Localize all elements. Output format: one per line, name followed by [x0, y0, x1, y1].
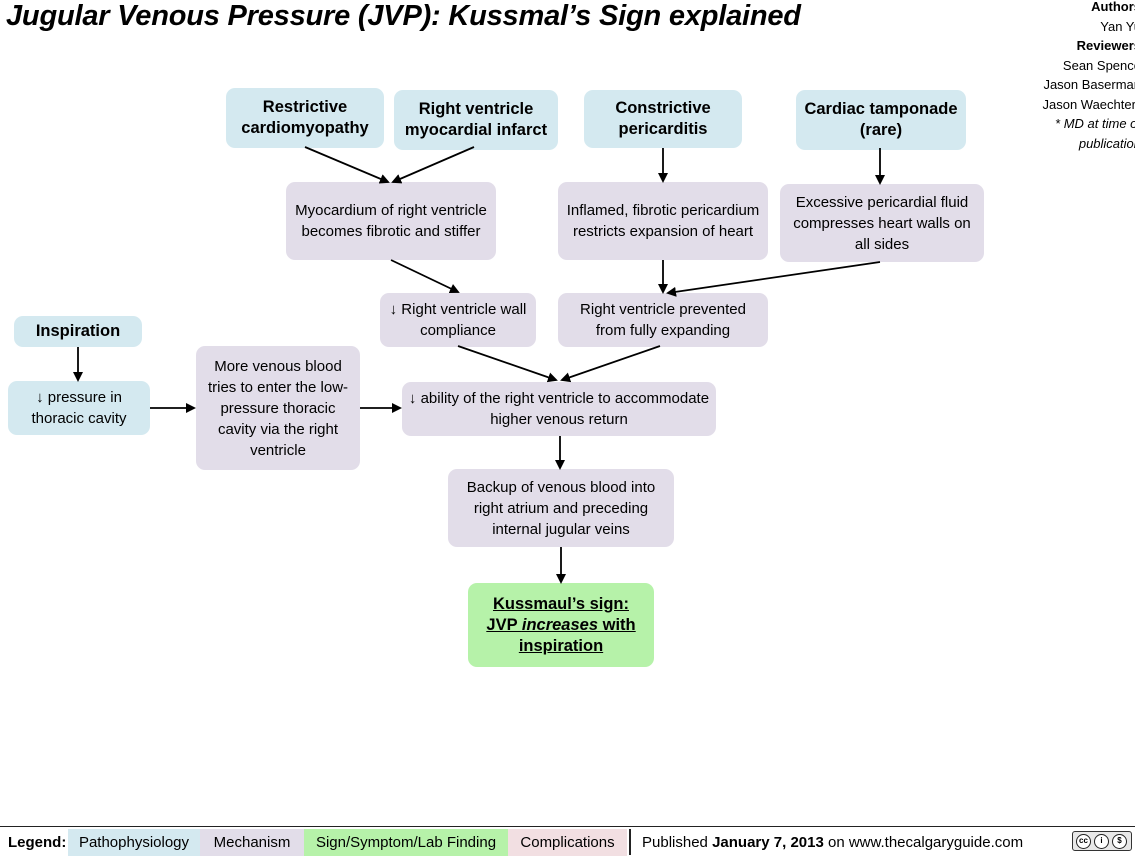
- authors-heading: Authors: [1091, 0, 1135, 14]
- node-inflamed-pericardium: Inflamed, fibrotic pericardium restricts…: [558, 182, 768, 260]
- legend-mechanism: Mechanism: [200, 829, 304, 856]
- node-myocardium-fibrotic: Myocardium of right ventricle becomes fi…: [286, 182, 496, 260]
- reviewer-name: Jason Waechter*: [1042, 96, 1135, 112]
- creative-commons-icon[interactable]: cc i $: [1072, 831, 1132, 851]
- author-name: Yan Yu: [1100, 18, 1135, 34]
- published-suffix: on www.thecalgaryguide.com: [823, 834, 1024, 851]
- node-constrictive-pericarditis: Constrictive pericarditis: [584, 90, 742, 148]
- arrow: [457, 345, 558, 383]
- reviewer-name: Sean Spence: [1062, 57, 1135, 73]
- arrow: [391, 146, 475, 184]
- legend-sign-symptom: Sign/Symptom/Lab Finding: [304, 829, 508, 856]
- legend-divider: [629, 829, 631, 855]
- node-more-venous-blood: More venous blood tries to enter the low…: [196, 346, 360, 470]
- node-kussmaul-sign: Kussmaul’s sign: JVP increases with insp…: [468, 583, 654, 667]
- reviewers-heading: Reviewers: [1076, 38, 1135, 53]
- node-rv-myocardial-infarct: Right ventricle myocardial infarct: [394, 90, 558, 150]
- node-rv-ability: ↓ ability of the right ventricle to acco…: [402, 382, 716, 436]
- node-inspiration: Inspiration: [14, 316, 142, 347]
- published-prefix: Published: [642, 834, 713, 851]
- legend-complications: Complications: [508, 829, 627, 856]
- arrow: [390, 259, 460, 294]
- credits-note: * MD at time of publication: [1055, 116, 1135, 151]
- node-restrictive-cardiomyopathy: Restrictive cardiomyopathy: [226, 88, 384, 148]
- node-rv-wall-compliance: ↓ Right ventricle wall compliance: [380, 293, 536, 347]
- cc-circle-icon: cc: [1076, 833, 1091, 849]
- arrow: [666, 261, 881, 297]
- legend-label: Legend:: [8, 834, 67, 851]
- node-rv-prevented-expanding: Right ventricle prevented from fully exp…: [558, 293, 768, 347]
- published-note: Published January 7, 2013 on www.thecalg…: [642, 829, 1023, 856]
- by-circle-icon: i: [1094, 833, 1109, 849]
- node-thoracic-pressure: ↓ pressure in thoracic cavity: [8, 381, 150, 435]
- page-title: Jugular Venous Pressure (JVP): Kussmal’s…: [6, 0, 801, 32]
- node-excess-pericardial-fluid: Excessive pericardial fluid compresses h…: [780, 184, 984, 262]
- arrow: [304, 146, 390, 184]
- legend-bar: Legend: Pathophysiology Mechanism Sign/S…: [0, 826, 1135, 856]
- legend-pathophysiology: Pathophysiology: [68, 829, 200, 856]
- credits: Authors Yan Yu Reviewers Sean Spence Jas…: [1011, 0, 1135, 153]
- arrow: [560, 345, 661, 383]
- published-date: January 7, 2013: [712, 834, 824, 851]
- node-venous-backup: Backup of venous blood into right atrium…: [448, 469, 674, 547]
- reviewer-name: Jason Baserman: [1043, 77, 1135, 92]
- nc-circle-icon: $: [1112, 833, 1127, 849]
- node-cardiac-tamponade: Cardiac tamponade (rare): [796, 90, 966, 150]
